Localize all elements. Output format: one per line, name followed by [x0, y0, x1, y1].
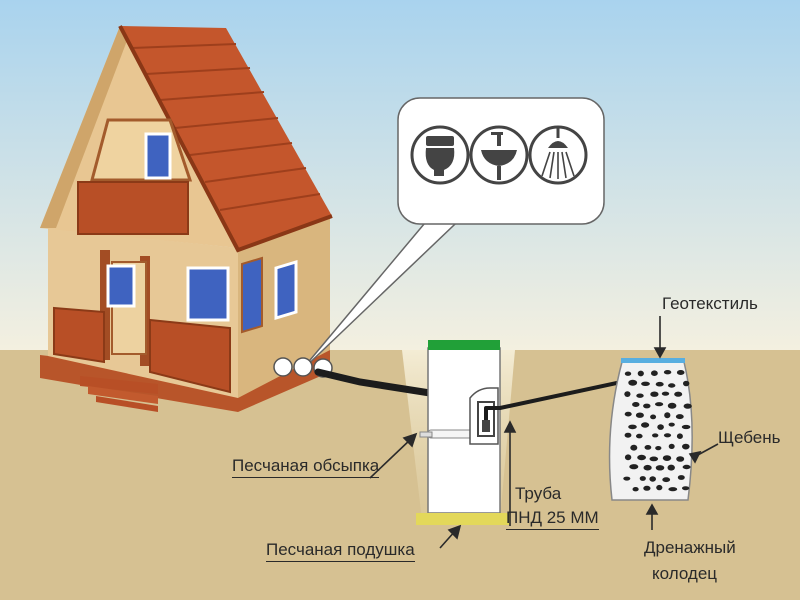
stone — [668, 443, 675, 449]
stone — [630, 444, 638, 451]
stone — [623, 476, 631, 481]
stone — [668, 487, 678, 492]
stone — [675, 414, 684, 420]
stone — [628, 379, 638, 386]
inlet-pipe — [314, 368, 434, 397]
stone — [636, 433, 643, 439]
stone — [652, 433, 659, 438]
sand-backfill-pointer — [369, 437, 413, 479]
stone — [651, 370, 658, 377]
attic-window — [144, 132, 172, 180]
stone — [667, 464, 675, 471]
stone — [643, 403, 651, 409]
stone — [661, 391, 670, 396]
stone — [632, 487, 639, 492]
stone — [649, 456, 659, 462]
stone — [624, 391, 631, 397]
house — [40, 25, 333, 412]
stone — [637, 370, 644, 377]
stone — [683, 403, 692, 409]
stone — [635, 412, 644, 418]
stone — [664, 412, 671, 419]
stone — [682, 464, 691, 470]
geotextile-layer — [621, 358, 685, 363]
stone — [677, 475, 685, 480]
toilet-icon — [410, 125, 470, 185]
stone — [624, 432, 632, 438]
stone — [674, 391, 683, 397]
front-window — [186, 266, 230, 322]
stone — [624, 411, 632, 417]
label-sand-backfill: Песчаная обсыпка — [232, 456, 380, 479]
fixtures-callout — [299, 97, 605, 373]
stone — [655, 465, 665, 471]
septic-tank — [416, 340, 510, 525]
stone — [662, 477, 671, 483]
stone — [636, 393, 644, 398]
stone — [643, 464, 652, 471]
tank-lid — [428, 340, 500, 350]
stone — [657, 424, 664, 430]
stone — [663, 370, 672, 375]
stone — [639, 476, 646, 481]
stone — [624, 371, 632, 376]
stone — [683, 380, 690, 387]
side-window — [274, 259, 298, 321]
stone — [643, 485, 651, 491]
stone — [624, 454, 632, 461]
stone — [668, 422, 675, 427]
house-roof — [120, 26, 332, 250]
stone — [655, 402, 664, 407]
label-drain-well-line2: колодец — [652, 564, 718, 583]
stone — [681, 424, 691, 430]
balcony-panel — [77, 181, 189, 235]
stone — [662, 455, 672, 461]
stone — [656, 484, 663, 491]
stone — [655, 446, 662, 451]
label-sand-cushion: Песчаная подушка — [266, 540, 415, 563]
stone — [644, 445, 652, 450]
stone — [649, 476, 656, 482]
stone — [641, 422, 650, 428]
sink-icon — [469, 125, 529, 185]
stone — [676, 370, 685, 375]
label-pipe-line1: Труба — [515, 484, 562, 503]
stone — [663, 433, 672, 438]
label-drain-well-line1: Дренажный — [644, 538, 736, 557]
stone — [655, 381, 664, 387]
drainage-well — [608, 358, 693, 501]
sand-cushion — [416, 513, 510, 525]
stone — [676, 456, 685, 462]
stone — [641, 381, 650, 386]
stone — [650, 414, 657, 420]
stone — [650, 391, 659, 397]
stone — [637, 454, 646, 461]
label-crushed-stone: Щебень — [718, 428, 781, 447]
hdpe-pipe — [484, 376, 641, 420]
stone — [682, 443, 690, 450]
shower-icon — [528, 125, 588, 185]
stone — [668, 383, 676, 388]
stone — [676, 433, 683, 440]
label-geotextile: Геотекстиль — [662, 294, 758, 313]
stone — [628, 424, 637, 430]
stone — [632, 402, 640, 407]
stone — [667, 402, 677, 409]
stone — [629, 464, 639, 470]
label-pipe-line2: ПНД 25 ММ — [506, 508, 599, 531]
stone — [682, 486, 690, 491]
